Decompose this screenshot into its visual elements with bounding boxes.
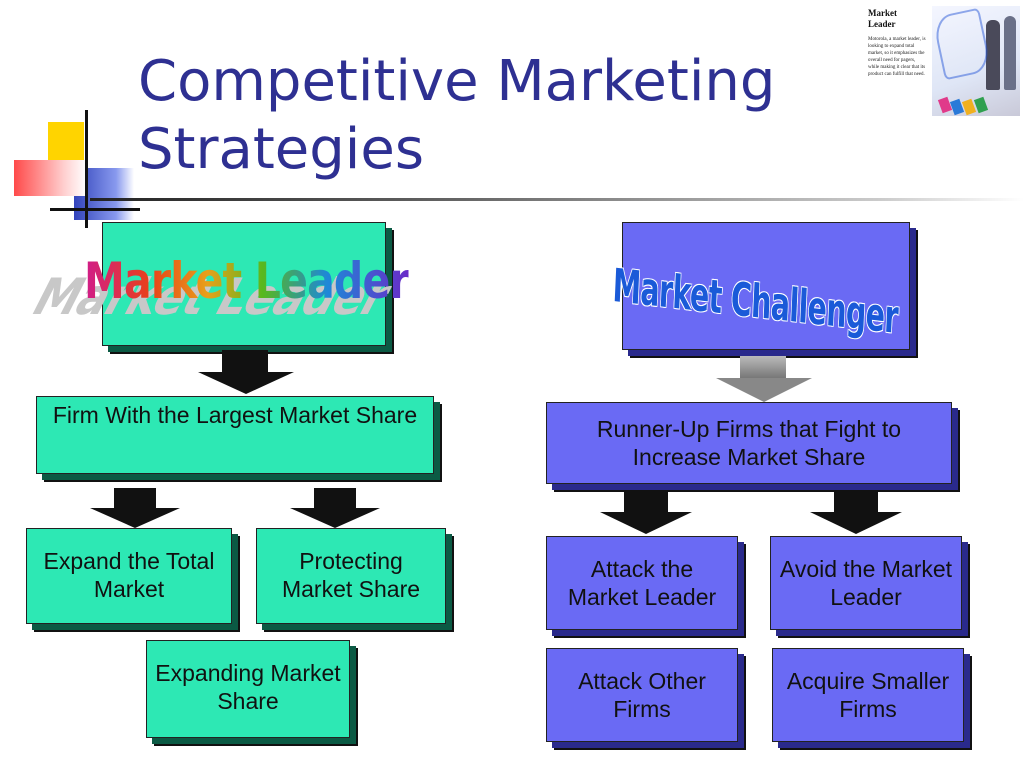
arrow-down-icon bbox=[198, 350, 294, 394]
challenger-strategy-text: Avoid the Market Leader bbox=[779, 556, 953, 610]
leader-definition-box: Firm With the Largest Market Share bbox=[36, 396, 434, 474]
challenger-strategy-text: Attack Other Firms bbox=[578, 668, 706, 722]
arrow-down-icon bbox=[600, 492, 692, 534]
leader-strategy-text: Expanding Market Share bbox=[155, 660, 341, 714]
arrow-down-icon bbox=[716, 356, 812, 402]
market-leader-box bbox=[102, 222, 386, 346]
leader-strategy-expand-total: Expand the Total Market bbox=[26, 528, 232, 624]
decor-vertical-line bbox=[85, 110, 88, 228]
challenger-strategy-avoid-leader: Avoid the Market Leader bbox=[770, 536, 962, 630]
title-line-2: Strategies bbox=[138, 117, 424, 182]
market-leader-wordart: Market Leader bbox=[84, 252, 410, 310]
ad-title: Market Leader bbox=[868, 8, 897, 29]
decor-red-square bbox=[14, 160, 86, 196]
title-underline bbox=[90, 198, 1024, 201]
ad-handwriting-graphic bbox=[931, 7, 993, 81]
challenger-strategy-attack-leader: Attack the Market Leader bbox=[546, 536, 738, 630]
arrow-down-icon bbox=[290, 488, 380, 528]
ad-photo bbox=[931, 6, 1020, 116]
challenger-definition-box: Runner-Up Firms that Fight to Increase M… bbox=[546, 402, 952, 484]
ad-person-figure bbox=[1004, 16, 1016, 90]
ad-caption: Motorola, a market leader, is looking to… bbox=[868, 37, 926, 77]
arrow-down-icon bbox=[810, 492, 902, 534]
market-challenger-box bbox=[622, 222, 910, 350]
title-line-1: Competitive Marketing bbox=[138, 49, 776, 114]
leader-strategy-protecting: Protecting Market Share bbox=[256, 528, 446, 624]
decor-yellow-square bbox=[48, 122, 84, 160]
challenger-strategy-text: Acquire Smaller Firms bbox=[786, 668, 950, 722]
leader-strategy-text: Protecting Market Share bbox=[281, 548, 421, 602]
motorola-ad-image: Market Leader Motorola, a market leader,… bbox=[864, 2, 1022, 118]
leader-strategy-text: Expand the Total Market bbox=[43, 548, 215, 602]
decor-horizontal-line bbox=[50, 208, 140, 211]
ad-person-figure bbox=[986, 20, 1000, 90]
leader-definition-text: Firm With the Largest Market Share bbox=[52, 402, 418, 428]
challenger-strategy-text: Attack the Market Leader bbox=[567, 556, 717, 610]
slide-title: Competitive Marketing Strategies bbox=[138, 48, 788, 184]
challenger-definition-text: Runner-Up Firms that Fight to Increase M… bbox=[596, 416, 902, 470]
challenger-strategy-attack-other: Attack Other Firms bbox=[546, 648, 738, 742]
challenger-strategy-acquire-smaller: Acquire Smaller Firms bbox=[772, 648, 964, 742]
leader-strategy-expanding-share: Expanding Market Share bbox=[146, 640, 350, 738]
arrow-down-icon bbox=[90, 488, 180, 528]
